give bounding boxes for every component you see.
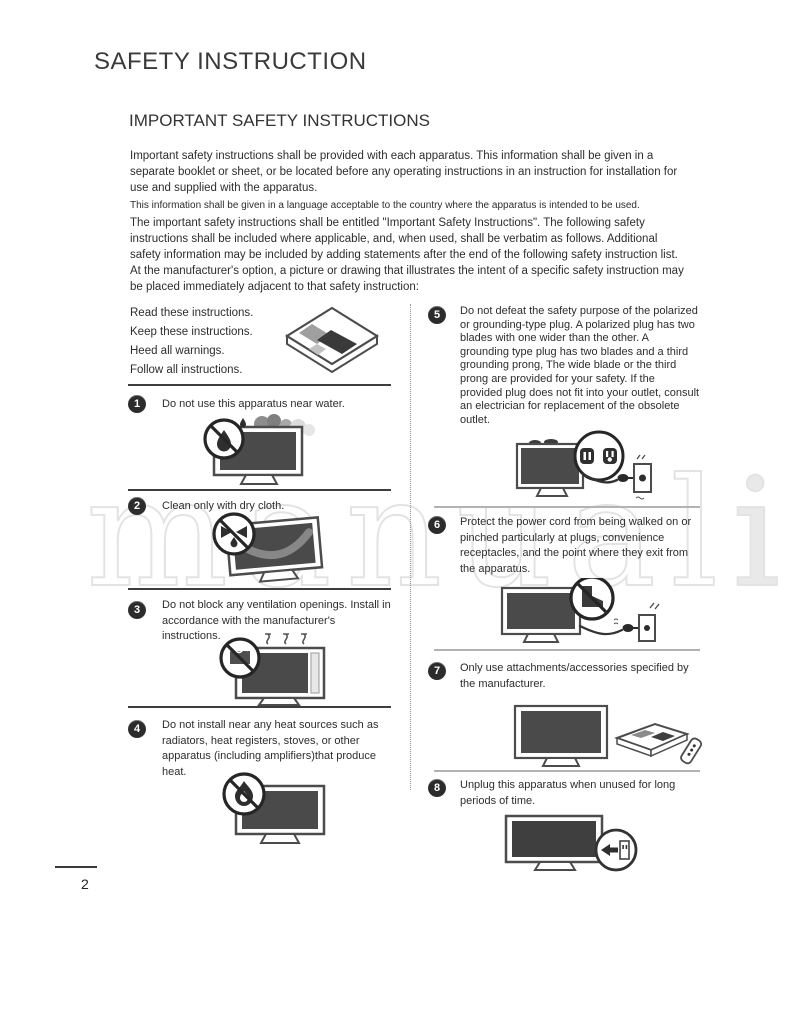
no-spray-tv-icon [212, 512, 324, 583]
basic-instructions: Read these instructions. Keep these inst… [130, 304, 305, 380]
instruction-number-badge: 4 [128, 720, 146, 738]
page-number: 2 [81, 876, 89, 892]
no-water-tv-icon [203, 414, 315, 485]
basic-instruction-line: Keep these instructions. [130, 326, 253, 338]
instruction-number-badge: 2 [128, 497, 146, 515]
separator [128, 706, 391, 708]
separator [434, 506, 700, 508]
polarized-plug-tv-icon [515, 430, 652, 500]
separator [434, 649, 700, 651]
accessories-tv-icon [513, 704, 703, 767]
instruction-text: Do not defeat the safety purpose of the … [460, 305, 700, 426]
separator [128, 588, 391, 590]
instruction-text: Do not use this apparatus near water. [162, 398, 345, 410]
watermark-filled-text: i [731, 447, 795, 621]
instruction-number-badge: 8 [428, 779, 446, 797]
instruction-text: Only use attachments/accessories specifi… [460, 662, 689, 690]
instruction-text: Unplug this apparatus when unused for lo… [460, 779, 676, 807]
instruction-number-badge: 3 [128, 601, 146, 619]
basic-instruction-line: Read these instructions. [130, 307, 254, 319]
unplug-tv-icon [504, 814, 638, 872]
separator [128, 384, 391, 386]
section-heading: IMPORTANT SAFETY INSTRUCTIONS [129, 111, 430, 130]
intro-block: Important safety instructions shall be p… [130, 148, 688, 298]
instruction-number-badge: 7 [428, 662, 446, 680]
separator [434, 770, 700, 772]
instruction-text: Clean only with dry cloth. [162, 500, 285, 512]
instruction-text: Do not block any ventilation openings. I… [162, 599, 391, 642]
instruction-text: Protect the power cord from being walked… [460, 516, 692, 575]
instruction-text: Do not install near any heat sources suc… [162, 719, 379, 778]
instruction-number-badge: 6 [428, 516, 446, 534]
footer-rule [55, 866, 97, 868]
basic-instruction-line: Follow all instructions. [130, 364, 243, 376]
intro-paragraph: Important safety instructions shall be p… [130, 150, 678, 194]
intro-note: This information shall be given in a lan… [130, 200, 640, 211]
book-icon [284, 306, 380, 374]
page-title: SAFETY INSTRUCTION [94, 48, 367, 75]
separator [128, 489, 391, 491]
instruction-number-badge: 1 [128, 395, 146, 413]
intro-paragraph2: The important safety instructions shall … [130, 217, 684, 293]
no-cover-vents-tv-icon [219, 633, 326, 706]
basic-instruction-line: Heed all warnings. [130, 345, 225, 357]
column-divider [410, 304, 411, 790]
instruction-number-badge: 5 [428, 306, 446, 324]
no-heat-tv-icon [222, 772, 326, 844]
no-step-cord-tv-icon [500, 578, 660, 643]
